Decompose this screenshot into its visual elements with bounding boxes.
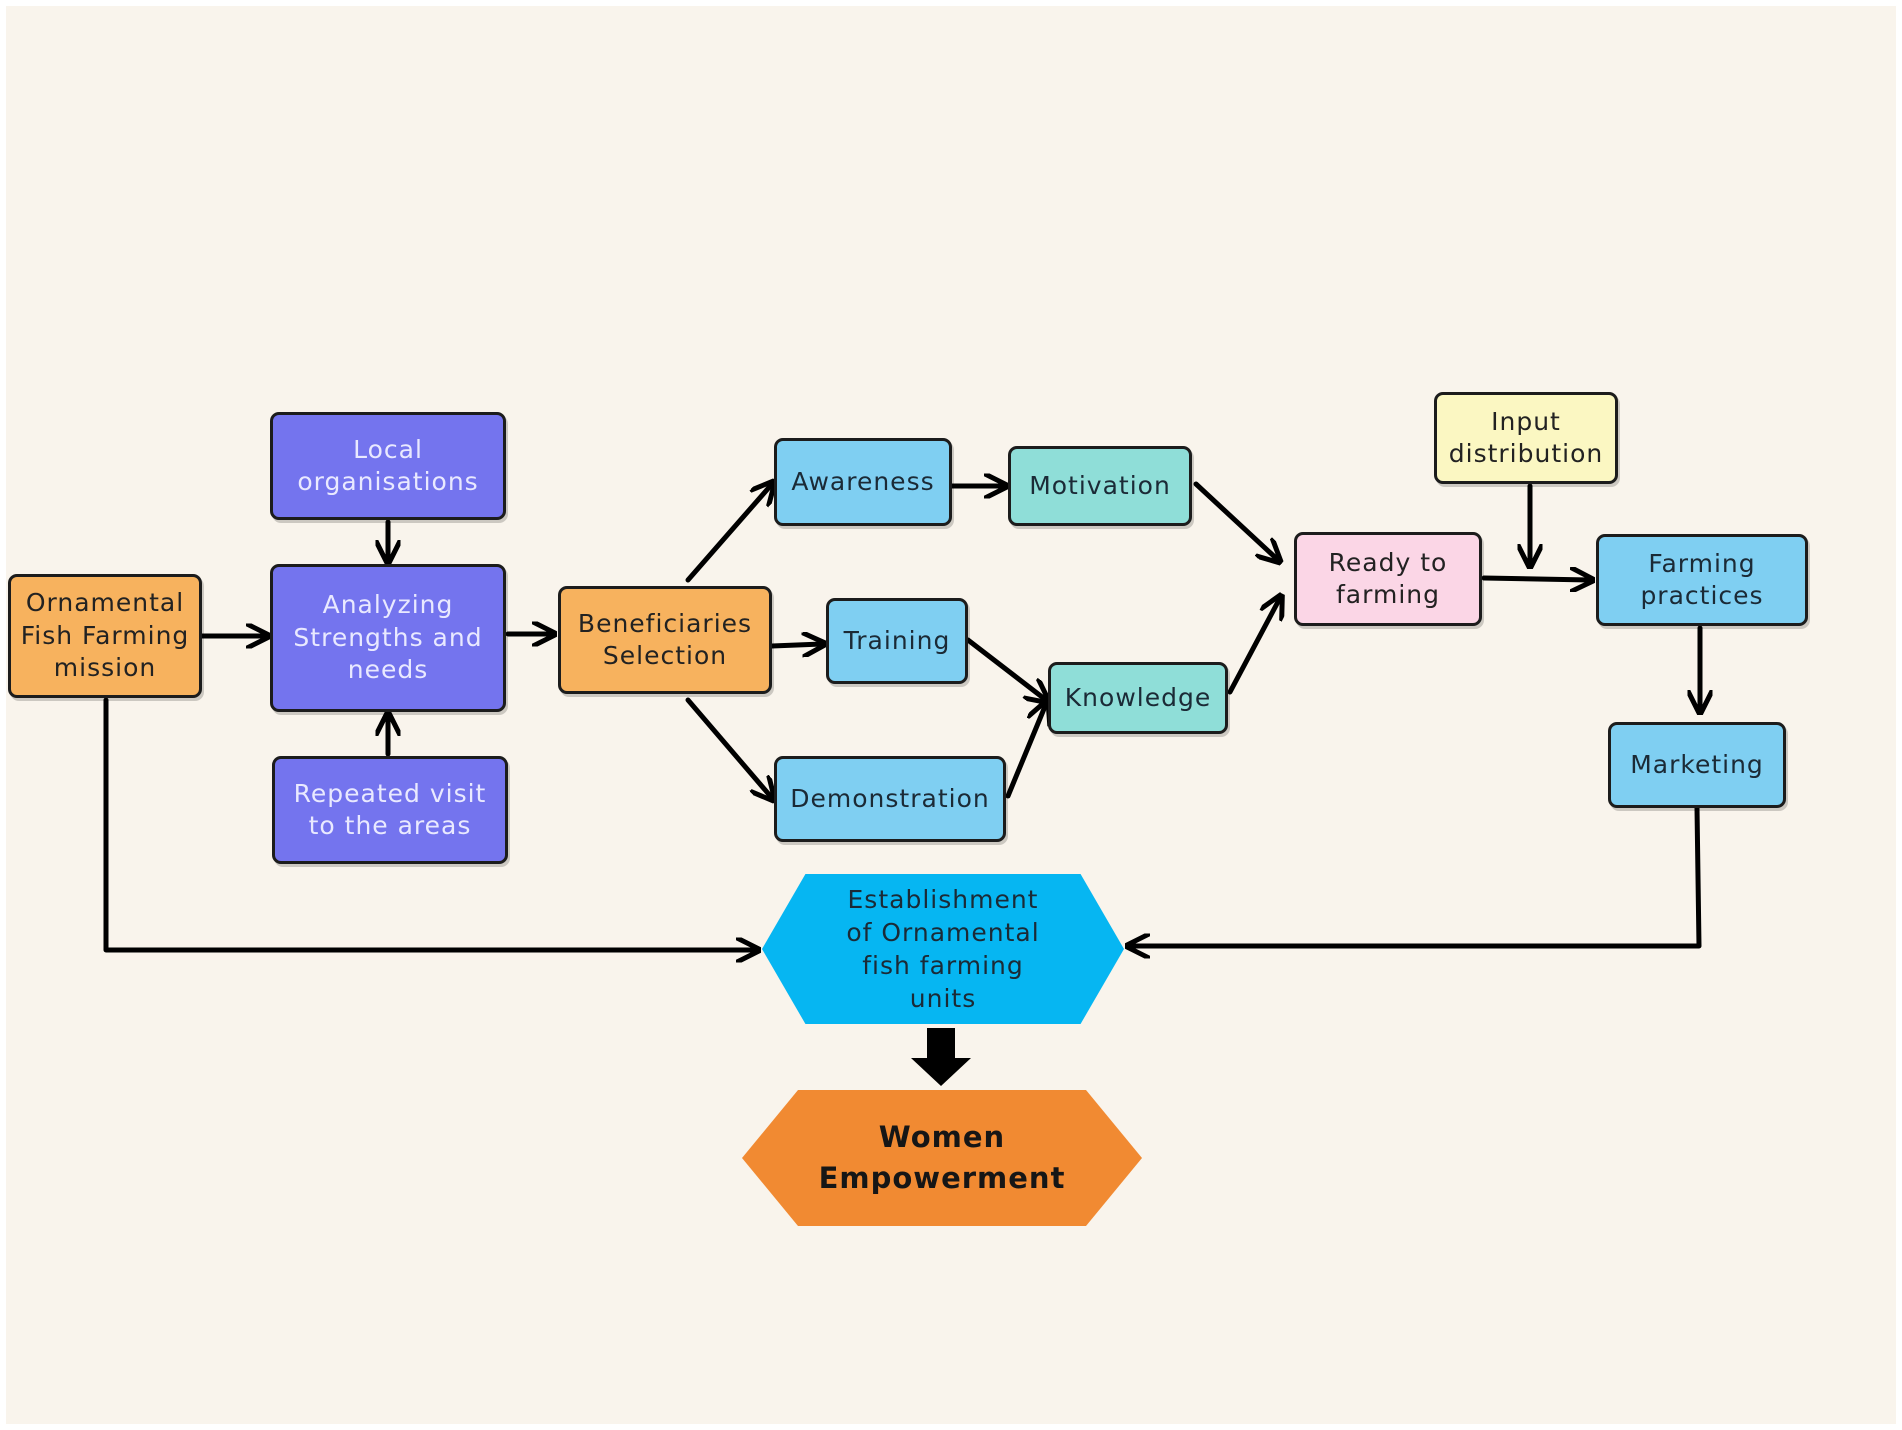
node-farming-practices: Farming practices <box>1596 534 1808 626</box>
arrow-mission-establishment <box>103 697 756 950</box>
node-awareness: Awareness <box>774 438 952 526</box>
arrow-ready-practices <box>1481 578 1590 580</box>
node-establishment-units: Establishment of Ornamental fish farming… <box>762 874 1124 1024</box>
node-knowledge: Knowledge <box>1048 662 1228 734</box>
node-ready-to-farming: Ready to farming <box>1294 532 1482 626</box>
node-training: Training <box>826 598 968 684</box>
node-marketing: Marketing <box>1608 722 1786 808</box>
arrow-training-knowledge <box>965 637 1046 700</box>
node-input-distribution: Input distribution <box>1434 392 1618 484</box>
block-arrow-down <box>911 1028 971 1086</box>
arrow-beneficiaries-training <box>769 644 822 646</box>
arrow-beneficiaries-demonstration <box>685 697 772 798</box>
arrow-beneficiaries-awareness <box>685 484 772 583</box>
arrow-knowledge-ready <box>1227 598 1280 695</box>
node-analyzing-strengths-needs: Analyzing Strengths and needs <box>270 564 506 712</box>
node-repeated-visit: Repeated visit to the areas <box>272 756 508 864</box>
node-ornamental-fish-farming-mission: Ornamental Fish Farming mission <box>8 574 202 698</box>
arrow-marketing-establishment <box>1130 805 1702 946</box>
arrow-motivation-ready <box>1193 481 1278 560</box>
node-motivation: Motivation <box>1008 446 1192 526</box>
node-local-organisations: Local organisations <box>270 412 506 520</box>
node-demonstration: Demonstration <box>774 756 1006 842</box>
arrow-demonstration-knowledge <box>1005 704 1046 799</box>
node-women-empowerment: Women Empowerment <box>742 1090 1142 1226</box>
node-beneficiaries-selection: Beneficiaries Selection <box>558 586 772 694</box>
